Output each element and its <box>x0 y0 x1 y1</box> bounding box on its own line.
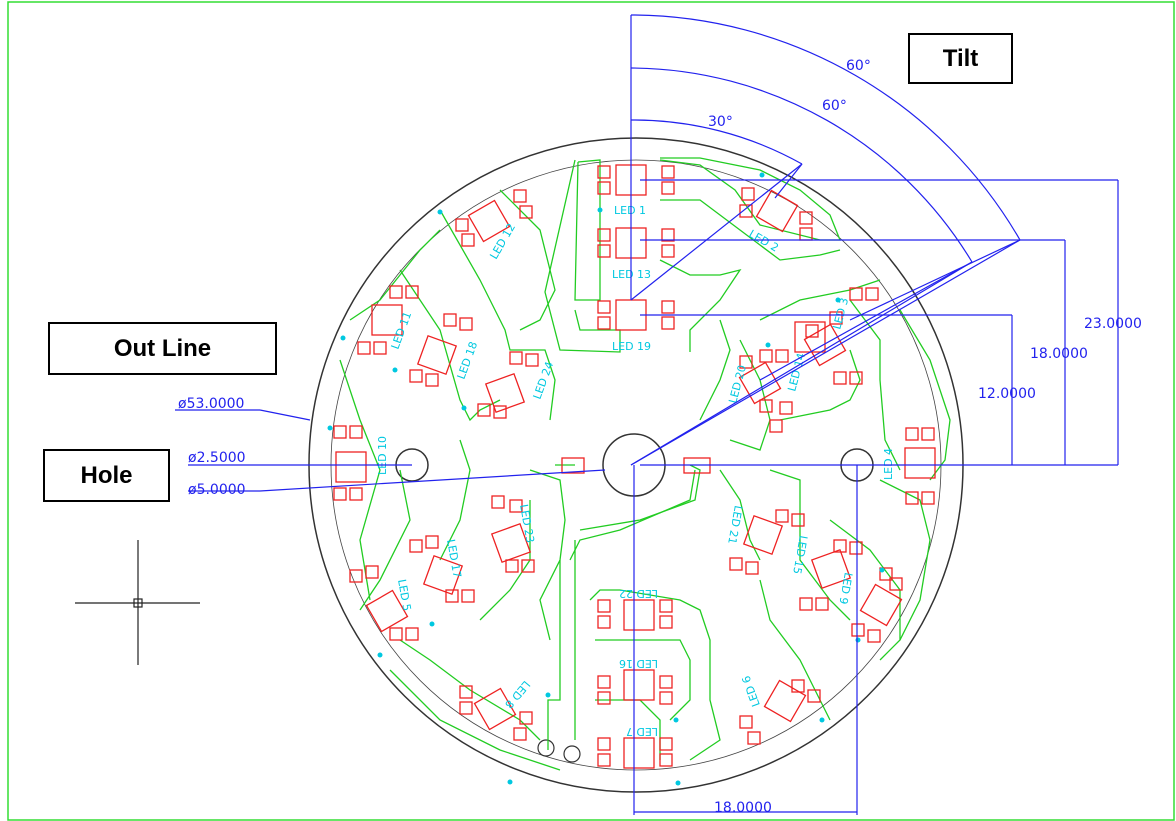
led-label-11: LED 11 <box>389 310 415 351</box>
led-label-1: LED 1 <box>614 204 646 217</box>
led-label-18: LED 18 <box>455 340 481 381</box>
outline-callout: Out Line <box>48 322 277 375</box>
led-label-6: LED 6 <box>740 674 763 709</box>
led-label-17: LED 17 <box>444 538 464 579</box>
bottom-hole-1 <box>537 739 555 757</box>
dim-12: 12.0000 <box>978 386 1036 402</box>
dim-hole-large: ø5.0000 <box>188 482 246 498</box>
drawing-frame <box>7 1 1175 821</box>
angle-30: 30° <box>708 114 733 130</box>
dim-18-vertical: 18.0000 <box>1030 346 1088 362</box>
angle-60-outer: 60° <box>846 58 871 74</box>
crosshair-cursor <box>75 540 200 665</box>
led-pads <box>333 164 936 769</box>
pcb-traces <box>339 157 951 771</box>
led-label-12: LED 12 <box>487 221 518 261</box>
hole-callout: Hole <box>43 449 170 502</box>
fiducials <box>327 172 885 786</box>
led-label-21: LED 21 <box>725 504 745 545</box>
tilt-callout: Tilt <box>908 33 1013 84</box>
led-label-5: LED 5 <box>395 578 413 612</box>
led-label-22: LED 22 <box>619 587 658 600</box>
angle-60-inner: 60° <box>822 98 847 114</box>
led-label-9: LED 9 <box>836 571 854 605</box>
led-label-16: LED 16 <box>619 657 658 670</box>
dim-hole-small: ø2.5000 <box>188 450 246 466</box>
bottom-hole-2 <box>563 745 581 763</box>
led-label-10: LED 10 <box>376 436 389 475</box>
led-label-4: LED 4 <box>882 448 895 480</box>
led-labels: LED 1 LED 13 LED 19 LED 2 LED 12 LED 3 L… <box>376 204 895 738</box>
led-label-8: LED 8 <box>502 678 533 711</box>
led-label-2: LED 2 <box>747 227 781 254</box>
led-label-3: LED 3 <box>830 296 851 330</box>
led-label-7: LED 7 <box>626 725 658 738</box>
dim-23: 23.0000 <box>1084 316 1142 332</box>
dim-18-horizontal: 18.0000 <box>714 800 772 816</box>
led-label-19: LED 19 <box>612 340 651 353</box>
led-label-14: LED 14 <box>785 352 808 393</box>
dimension-texts: ø53.0000 ø2.5000 ø5.0000 23.0000 18.0000… <box>178 58 1142 816</box>
dim-outline-diameter: ø53.0000 <box>178 396 244 412</box>
dimension-lines <box>175 14 1119 815</box>
